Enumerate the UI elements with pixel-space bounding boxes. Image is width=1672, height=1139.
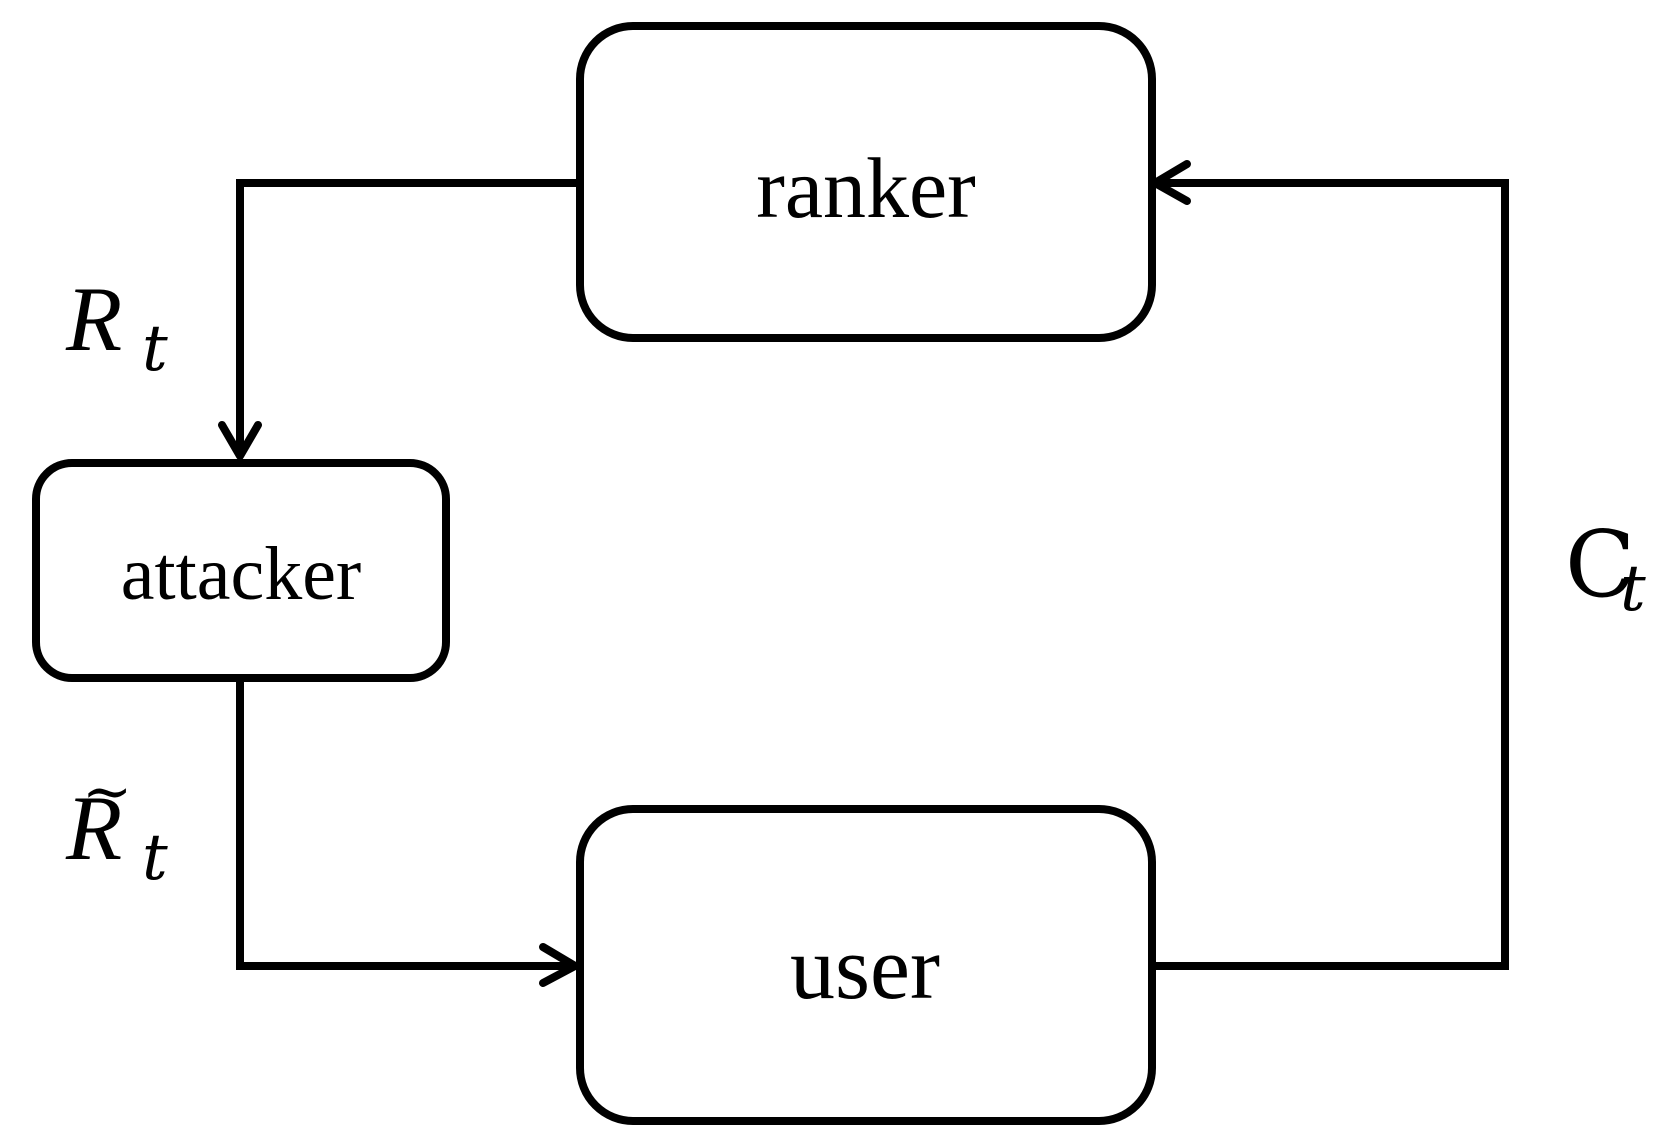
node-attacker: attacker: [32, 459, 450, 682]
edge-label-c-t: C t: [1565, 511, 1646, 626]
edge-line-attacker-to-user: [236, 680, 576, 970]
edge-label-r-t-symbol: R: [65, 268, 122, 370]
arrowhead-right: [539, 943, 579, 987]
edge-ranker-to-attacker: [218, 179, 578, 460]
edge-line-ranker-to-attacker: [236, 179, 578, 455]
node-ranker: ranker: [576, 22, 1156, 342]
node-user-box: [576, 805, 1156, 1125]
edge-label-c-t-symbol: C: [1565, 511, 1635, 618]
node-attacker-box: [32, 459, 450, 682]
edge-line-user-to-ranker: [1152, 179, 1509, 970]
edge-label-c-t-subscript: t: [1620, 552, 1646, 626]
edge-attacker-to-user: [236, 680, 579, 987]
node-ranker-box: [576, 22, 1156, 342]
arrowhead-down: [218, 421, 262, 460]
edge-label-r-tilde-t: ~ R t: [65, 757, 168, 895]
edge-label-r-tilde-accent: ~: [82, 757, 132, 827]
node-attacker-label: attacker: [121, 532, 361, 616]
edge-label-r-t: R t: [65, 268, 168, 386]
node-user: user: [576, 805, 1156, 1125]
edge-user-to-ranker: [1151, 160, 1509, 970]
node-user-label: user: [790, 919, 940, 1018]
edge-label-r-t-subscript: t: [142, 312, 168, 386]
edge-label-r-tilde-t-subscript: t: [142, 821, 168, 895]
node-ranker-label: ranker: [756, 140, 976, 236]
edge-label-r-tilde-t-symbol: R: [65, 777, 122, 879]
